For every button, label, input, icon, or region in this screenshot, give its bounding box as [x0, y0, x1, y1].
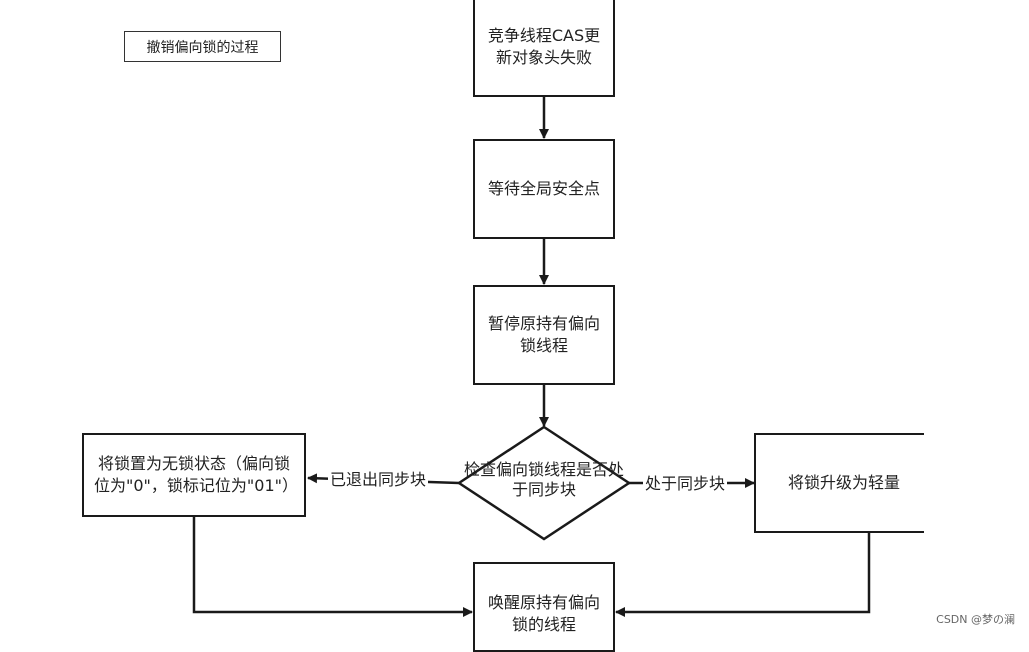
arrow-upgrade-to-wake	[615, 533, 871, 617]
node-set-unlocked: 将锁置为无锁状态（偏向锁位为"0"，锁标记位为"01"）	[82, 433, 306, 517]
flowchart-connectors	[192, 97, 871, 617]
decision-diamond	[456, 425, 632, 541]
edge-label-in-sync: 处于同步块	[643, 474, 728, 494]
node-upgrade-light: 将锁升级为轻量	[754, 433, 924, 533]
edge-label-exited-sync: 已退出同步块	[328, 470, 429, 490]
node-cas-fail: 竞争线程CAS更新对象头失败	[473, 0, 615, 97]
diagram-title: 撤销偏向锁的过程	[124, 31, 281, 62]
node-wait-safepoint: 等待全局安全点	[473, 139, 615, 239]
arrow-unlocked-to-wake	[192, 517, 473, 617]
node-pause-thread: 暂停原持有偏向锁线程	[473, 285, 615, 385]
node-wake-thread: 唤醒原持有偏向锁的线程	[473, 562, 615, 652]
node-check-sync: 检查偏向锁线程是否处于同步块	[463, 460, 624, 499]
watermark: CSDN @梦の澜	[936, 613, 1015, 626]
